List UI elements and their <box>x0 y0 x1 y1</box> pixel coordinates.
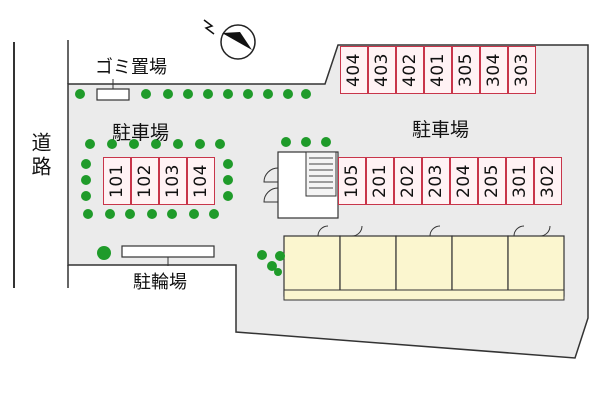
tree-icon <box>263 89 273 99</box>
parking-stall-204: 204 <box>450 157 478 205</box>
apartment-building <box>283 225 565 301</box>
parking-stall-101: 101 <box>103 157 131 205</box>
tree-icon <box>81 191 91 201</box>
tree-icon <box>163 89 173 99</box>
garbage-area-box <box>96 88 130 101</box>
parking-stall-402: 402 <box>396 46 424 94</box>
tree-icon <box>321 137 331 147</box>
tree-icon <box>223 89 233 99</box>
parking-stall-304: 304 <box>480 46 508 94</box>
parking-stall-205: 205 <box>478 157 506 205</box>
tree-icon <box>301 137 311 147</box>
tree-icon <box>209 209 219 219</box>
garbage-area-label: ゴミ置場 <box>95 57 167 78</box>
road-label: 道路 <box>28 132 52 180</box>
parking-stall-105: 105 <box>338 157 366 205</box>
parking-stall-404: 404 <box>340 46 368 94</box>
tree-icon <box>223 159 233 169</box>
tree-icon <box>257 250 267 260</box>
parking-stall-305: 305 <box>452 46 480 94</box>
stair-steps <box>309 157 333 189</box>
tree-icon <box>243 89 253 99</box>
tree-icon <box>274 268 282 276</box>
tree-icon <box>215 139 225 149</box>
tree-icon <box>301 89 311 99</box>
tree-icon <box>125 209 135 219</box>
tree-icon <box>105 209 115 219</box>
tree-icon <box>151 139 161 149</box>
tree-icon <box>97 246 111 260</box>
bicycle-parking-label: 駐輪場 <box>133 272 187 293</box>
tree-icon <box>195 139 205 149</box>
parking-stall-403: 403 <box>368 46 396 94</box>
tree-icon <box>75 89 85 99</box>
tree-icon <box>223 175 233 185</box>
parking-stall-301: 301 <box>506 157 534 205</box>
tree-icon <box>85 139 95 149</box>
parking-stall-201: 201 <box>366 157 394 205</box>
tree-icon <box>167 209 177 219</box>
tree-icon <box>129 139 139 149</box>
bicycle-parking-box <box>121 245 215 258</box>
tree-icon <box>281 137 291 147</box>
tree-icon <box>107 139 117 149</box>
parking-stall-102: 102 <box>131 157 159 205</box>
north-arrow-compass-icon <box>203 19 256 60</box>
tree-icon <box>189 209 199 219</box>
tree-icon <box>81 159 91 169</box>
tree-icon <box>173 139 183 149</box>
trees <box>75 89 331 276</box>
tree-icon <box>147 209 157 219</box>
tree-icon <box>183 89 193 99</box>
tree-icon <box>141 89 151 99</box>
tree-icon <box>275 251 285 261</box>
tree-icon <box>223 191 233 201</box>
left-parking-label: 駐車場 <box>112 122 170 144</box>
parking-stall-203: 203 <box>422 157 450 205</box>
tree-icon <box>267 261 277 271</box>
parking-stall-104: 104 <box>187 157 215 205</box>
parking-stall-202: 202 <box>394 157 422 205</box>
tree-icon <box>83 209 93 219</box>
tree-icon <box>283 89 293 99</box>
entrance-door-2 <box>263 187 279 203</box>
entrance-door <box>263 167 279 183</box>
parking-stall-302: 302 <box>534 157 562 205</box>
parking-stall-103: 103 <box>159 157 187 205</box>
right-parking-label: 駐車場 <box>412 119 470 141</box>
parking-stall-303: 303 <box>508 46 536 94</box>
parking-stall-401: 401 <box>424 46 452 94</box>
stair-flight <box>305 151 337 197</box>
tree-icon <box>203 89 213 99</box>
tree-icon <box>81 175 91 185</box>
